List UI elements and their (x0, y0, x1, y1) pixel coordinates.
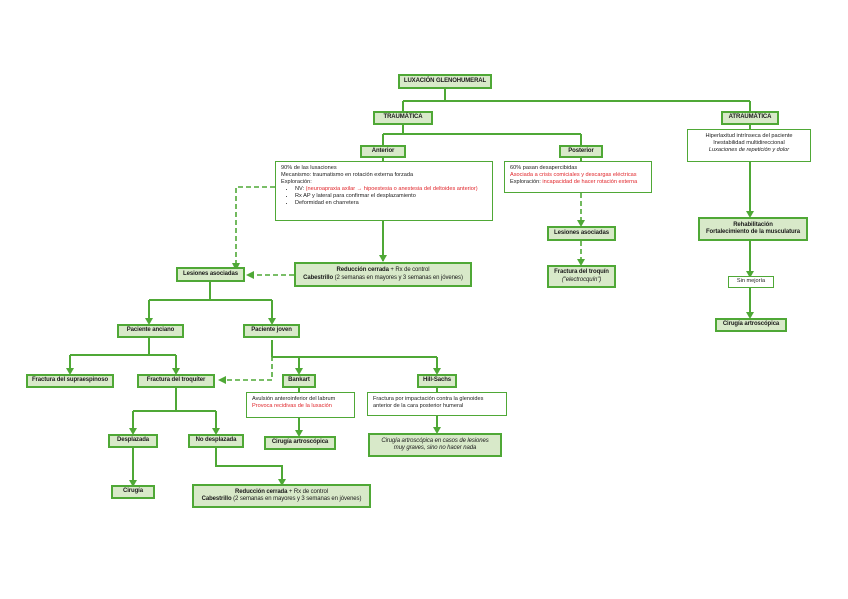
troquiter-label: Fractura del troquíter (146, 377, 206, 384)
posterior-line1: 60% pasan desapercibidas (510, 165, 578, 171)
nodesp-rx: + Rx de control (287, 488, 328, 495)
paciente-joven-node: Paciente joven (243, 324, 300, 338)
bankart-cirugia-label: Cirugía artroscópica (271, 439, 329, 446)
anterior-rx: + Rx de control (388, 267, 430, 273)
troquin-label: Fractura del troquín (554, 269, 609, 275)
hillsachs-line1: Fractura por impactación contra la gleno… (373, 396, 484, 402)
cirugia-label: Cirugía (123, 488, 143, 495)
posterior-line3: Exploración: incapacidad de hacer rotaci… (510, 179, 646, 186)
anterior-bullet-deformidad: Deformidad en charretera (295, 200, 487, 207)
rehab-node: Rehabilitación Fortalecimiento de la mus… (698, 217, 808, 241)
anterior-label: Anterior (371, 147, 395, 154)
root-label: LUXACIÓN GLENOHUMERAL (403, 77, 487, 84)
atraumatica-line1: Hiperlaxitud intrínseca del paciente (705, 133, 793, 139)
no-desplazada-node: No desplazada (188, 434, 244, 448)
atraumatica-line2: Inestabilidad multidireccional (713, 139, 785, 146)
atraumatica-node: ATRAUMÁTICA (721, 111, 779, 125)
nv-warning: (neuroapraxia axilar → hipoestesia o ane… (305, 185, 478, 192)
anterior-lesiones-label: Lesiones asociadas (183, 270, 238, 277)
troquiter-node: Fractura del troquíter (137, 374, 215, 388)
anterior-treatment-line2: Cabestrillo (2 semanas en mayores y 3 se… (303, 275, 463, 283)
bankart-line1: Avulsión anteroinferior del labrum (252, 396, 336, 402)
sin-mejoria-box: Sin mejoría (728, 276, 774, 288)
anterior-bullet-nv: NV: (neuroapraxia axilar → hipoestesia o… (295, 186, 487, 193)
anterior-line3: Exploración: (281, 178, 312, 185)
hillsachs-line2: anterior de la cara posterior humeral (373, 402, 464, 409)
anterior-line2: Mecanismo: traumatismo en rotación exter… (281, 171, 414, 178)
sin-mejoria-label: Sin mejoría (736, 278, 766, 284)
paciente-anciano-label: Paciente anciano (126, 327, 175, 334)
nodesp-reduccion: Reducción cerrada (235, 488, 288, 495)
posterior-line2: Asociada a crisis comiciales y descargas… (510, 171, 637, 178)
posterior-label: Posterior (568, 147, 594, 154)
anterior-cabestrillo: Cabestrillo (303, 274, 334, 281)
anterior-details-box: 90% de las luxaciones Mecanismo: traumat… (275, 161, 493, 221)
anterior-exploration-list: NV: (neuroapraxia axilar → hipoestesia o… (281, 186, 487, 207)
hillsachs-label: Hill-Sachs (422, 377, 451, 384)
anterior-line1: 90% de las luxaciones (281, 165, 337, 171)
posterior-node: Posterior (559, 145, 603, 158)
anterior-semanas: (2 semanas en mayores y 3 semanas en jóv… (333, 274, 463, 281)
nodesp-cabestrillo: Cabestrillo (201, 496, 232, 502)
hillsachs-note-node: Cirugía artroscópica en casos de lesione… (368, 433, 502, 457)
bankart-details-box: Avulsión anteroinferior del labrum Provo… (246, 392, 355, 418)
posterior-details-box: 60% pasan desapercibidas Asociada a cris… (504, 161, 652, 193)
atraumatica-cirugia-label: Cirugía artroscópica (722, 321, 780, 328)
posterior-exploration-warning: incapacidad de hacer rotación externa (542, 178, 638, 185)
cirugia-node: Cirugía (111, 485, 155, 499)
anterior-lesiones-node: Lesiones asociadas (176, 267, 245, 282)
atraumatica-cirugia-node: Cirugía artroscópica (715, 318, 787, 332)
hillsachs-details-box: Fractura por impactación contra la gleno… (367, 392, 507, 416)
atraumatica-line3: Luxaciones de repetición y dolor (708, 146, 790, 153)
bankart-line2: Provoca recidivas de la luxación (252, 402, 332, 409)
atraumatica-label: ATRAUMÁTICA (728, 114, 772, 121)
traumatica-label: TRAUMÁTICA (383, 114, 423, 121)
bankart-cirugia-node: Cirugía artroscópica (264, 436, 336, 450)
nodesp-semanas: (2 semanas en mayores y 3 semanas en jóv… (231, 496, 362, 502)
anterior-treatment-line1: Reducción cerrada + Rx de control (337, 267, 430, 275)
posterior-lesiones-label: Lesiones asociadas (554, 229, 609, 236)
anterior-node: Anterior (360, 145, 406, 158)
no-desplazada-treatment-node: Reducción cerrada + Rx de control Cabest… (192, 484, 371, 508)
root-node: LUXACIÓN GLENOHUMERAL (398, 74, 492, 89)
anterior-reduccion: Reducción cerrada (336, 267, 389, 273)
supraespinoso-label: Fractura del supraespinoso (31, 377, 109, 384)
hillsachs-note2: muy graves, sino no hacer nada (393, 445, 477, 451)
hillsachs-node: Hill-Sachs (417, 374, 457, 388)
rehab-line1: Rehabilitación (733, 221, 773, 228)
hillsachs-note1: Cirugía artroscópica en casos de lesione… (381, 437, 489, 444)
anterior-bullet-rx: Rx AP y lateral para confirmar el despla… (295, 193, 487, 200)
atraumatica-details-box: Hiperlaxitud intrínseca del paciente Ine… (687, 129, 811, 162)
troquin-node: Fractura del troquín ("electrocquín") (547, 265, 616, 288)
nodesp-treatment-line2: Cabestrillo (2 semanas en mayores y 3 se… (202, 496, 362, 504)
paciente-anciano-node: Paciente anciano (117, 324, 184, 338)
supraespinoso-node: Fractura del supraespinoso (26, 374, 114, 388)
desplazada-label: Desplazada (116, 437, 149, 444)
paciente-joven-label: Paciente joven (251, 327, 292, 334)
troquin-note: ("electrocquín") (561, 276, 602, 283)
desplazada-node: Desplazada (108, 434, 158, 448)
traumatica-node: TRAUMÁTICA (373, 111, 433, 125)
bankart-label: Bankart (288, 377, 310, 384)
bankart-node: Bankart (282, 374, 316, 388)
posterior-exploration-prefix: Exploración: (510, 178, 543, 185)
anterior-treatment-node: Reducción cerrada + Rx de control Cabest… (294, 262, 472, 287)
rehab-line2: Fortalecimiento de la musculatura (705, 229, 801, 235)
nodesp-treatment-line1: Reducción cerrada + Rx de control (235, 489, 328, 497)
no-desplazada-label: No desplazada (195, 437, 237, 444)
nv-prefix: NV: (295, 185, 306, 192)
posterior-lesiones-node: Lesiones asociadas (547, 226, 616, 241)
